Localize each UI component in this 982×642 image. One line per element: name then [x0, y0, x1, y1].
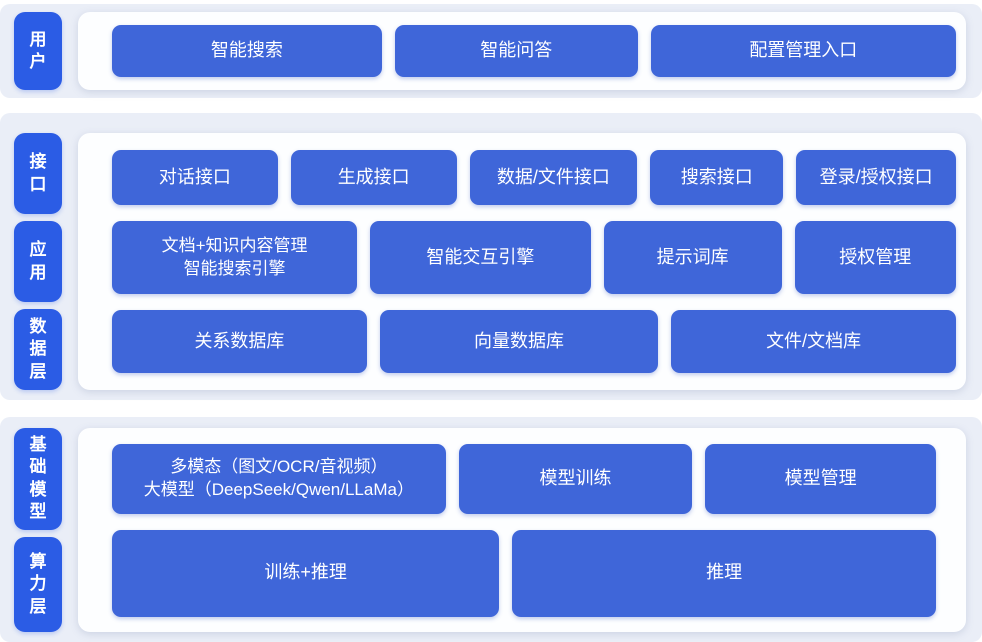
doc-engine-line1: 文档+知识内容管理 — [161, 235, 308, 255]
block-prompt-library: 提示词库 — [603, 221, 782, 294]
data-row: 关系数据库 向量数据库 文件/文档库 — [112, 310, 956, 373]
platform-panel: 对话接口 生成接口 数据/文件接口 搜索接口 登录/授权接口 文档+知识内容管理… — [78, 133, 966, 390]
foundation-label-column: 基础模型 算力层 — [14, 428, 62, 632]
application-row: 文档+知识内容管理 智能搜索引擎 智能交互引擎 提示词库 授权管理 — [112, 221, 957, 294]
block-doc-knowledge-search-engine: 文档+知识内容管理 智能搜索引擎 — [112, 221, 358, 294]
block-dialog-api: 对话接口 — [112, 150, 278, 205]
block-relational-db: 关系数据库 — [112, 310, 367, 373]
side-label-application: 应用 — [14, 221, 62, 302]
block-interaction-engine: 智能交互引擎 — [370, 221, 591, 294]
doc-engine-line2: 智能搜索引擎 — [183, 258, 286, 278]
block-vector-db: 向量数据库 — [379, 310, 659, 373]
side-label-compute-layer: 算力层 — [14, 536, 62, 632]
section-platform-layers: 接口 应用 数据层 对话接口 生成接口 数据/文件接口 搜索接口 登录/授权接口… — [0, 113, 982, 400]
multimodal-line1: 多模态（图文/OCR/音视频） — [170, 456, 388, 476]
block-auth-management: 授权管理 — [794, 221, 957, 294]
block-generation-api: 生成接口 — [290, 150, 457, 205]
block-file-doc-store: 文件/文档库 — [671, 310, 956, 373]
block-model-management: 模型管理 — [705, 443, 937, 514]
user-layer-panel: 智能搜索 智能问答 配置管理入口 — [78, 12, 966, 90]
block-multimodal-llm: 多模态（图文/OCR/音视频） 大模型（DeepSeek/Qwen/LLaMa） — [112, 443, 446, 514]
block-login-auth-api: 登录/授权接口 — [796, 150, 956, 205]
compute-row: 训练+推理 推理 — [112, 529, 936, 617]
block-config-management-entry: 配置管理入口 — [650, 25, 956, 77]
user-layer-row: 智能搜索 智能问答 配置管理入口 — [112, 25, 956, 77]
platform-label-column: 接口 应用 数据层 — [14, 133, 62, 390]
block-search-api: 搜索接口 — [650, 150, 784, 205]
block-smart-qa: 智能问答 — [394, 25, 638, 77]
side-label-user: 用户 — [14, 12, 62, 90]
side-label-interface: 接口 — [14, 133, 62, 214]
multimodal-line2: 大模型（DeepSeek/Qwen/LLaMa） — [143, 479, 414, 499]
foundation-panel: 多模态（图文/OCR/音视频） 大模型（DeepSeek/Qwen/LLaMa）… — [78, 428, 966, 632]
side-label-foundation-model: 基础模型 — [14, 428, 62, 530]
block-training-inference: 训练+推理 — [112, 529, 500, 617]
block-model-training: 模型训练 — [458, 443, 693, 514]
interface-row: 对话接口 生成接口 数据/文件接口 搜索接口 登录/授权接口 — [112, 150, 956, 205]
user-layer-label-column: 用户 — [14, 12, 62, 90]
block-smart-search: 智能搜索 — [112, 25, 382, 77]
model-row: 多模态（图文/OCR/音视频） 大模型（DeepSeek/Qwen/LLaMa）… — [112, 443, 937, 514]
block-data-file-api: 数据/文件接口 — [469, 150, 638, 205]
section-foundation-layers: 基础模型 算力层 多模态（图文/OCR/音视频） 大模型（DeepSeek/Qw… — [0, 417, 982, 642]
side-label-data-layer: 数据层 — [14, 309, 62, 390]
block-inference: 推理 — [512, 529, 936, 617]
section-user-layer: 用户 智能搜索 智能问答 配置管理入口 — [0, 4, 982, 98]
